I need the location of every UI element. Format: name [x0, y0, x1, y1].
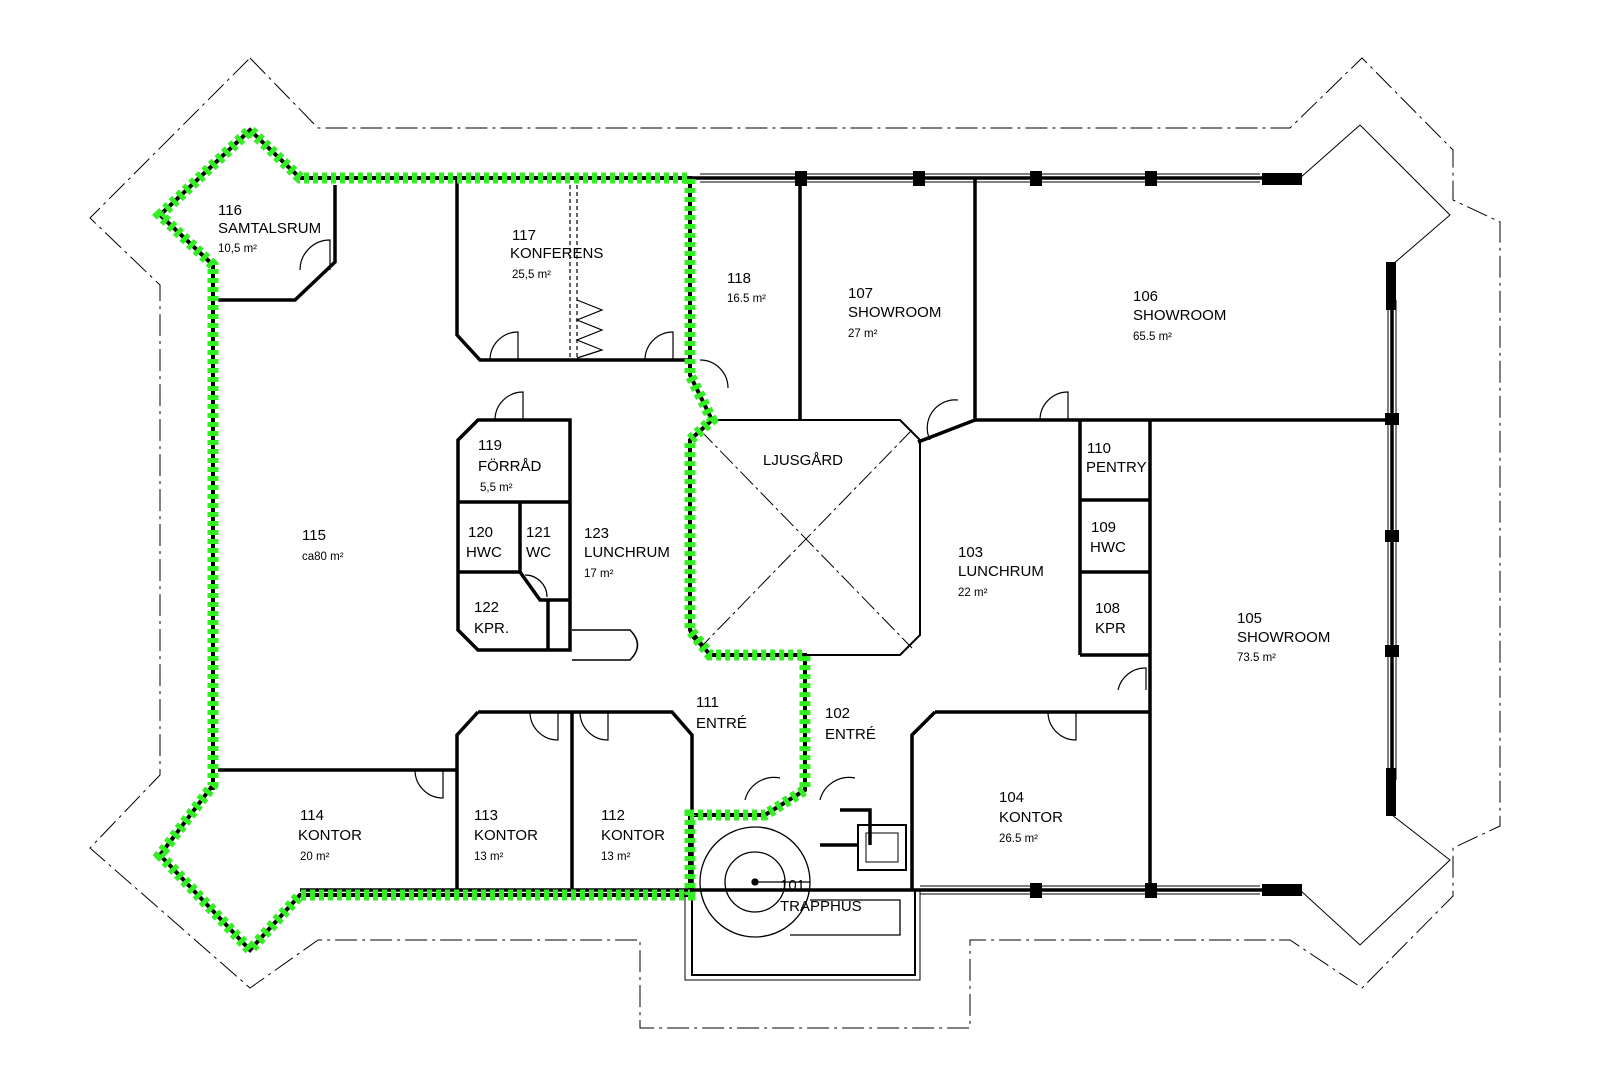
room-number: 116	[218, 202, 242, 219]
room-area: 25,5 m²	[512, 269, 551, 281]
room-number: 107	[848, 285, 873, 302]
room-label-119: 119 FÖRRÅD 5,5 m²	[478, 437, 542, 494]
room-number: 109	[1091, 519, 1116, 536]
room-name: SHOWROOM	[1133, 307, 1226, 324]
room-label-120: 120 HWC	[466, 524, 502, 561]
room-number: 114	[300, 807, 324, 824]
room-number: 123	[584, 525, 609, 542]
room-area: 20 m²	[300, 851, 330, 863]
room-number: 111	[696, 694, 719, 711]
room-label-103: 103 LUNCHRUM 22 m²	[958, 544, 1044, 599]
room-label-107: 107 SHOWROOM 27 m²	[848, 285, 941, 340]
room-label-117: 117 KONFERENS 25,5 m²	[510, 227, 603, 281]
room-area: 73.5 m²	[1237, 652, 1276, 664]
room-area: 16.5 m²	[727, 293, 766, 305]
room-number: 118	[727, 270, 751, 287]
highlight-dashed-line	[151, 122, 811, 959]
room-name: KPR.	[474, 620, 509, 637]
room-name: ENTRÉ	[825, 726, 876, 743]
site-outline	[89, 57, 1501, 1029]
room-name: LUNCHRUM	[958, 563, 1044, 580]
room-area: 13 m²	[601, 851, 631, 863]
room-label-118: 118 16.5 m²	[727, 270, 766, 305]
room-number: 112	[601, 807, 625, 824]
room-area: 13 m²	[474, 851, 504, 863]
room-number: 121	[526, 524, 551, 541]
room-label-109: 109 HWC	[1090, 519, 1126, 556]
ljusgard-diagonals	[699, 429, 913, 649]
room-number: 115	[302, 527, 326, 544]
room-name: KONTOR	[298, 827, 362, 844]
room-name: LJUSGÅRD	[763, 452, 843, 469]
room-label-110: 110 PENTRY	[1086, 440, 1147, 476]
room-number: 104	[999, 789, 1024, 806]
highlighted-boundary	[151, 122, 811, 959]
room-area: 26.5 m²	[999, 833, 1038, 845]
room-number: 101	[780, 877, 805, 894]
room-label-122: 122 KPR.	[474, 599, 509, 637]
room-name: KONTOR	[999, 809, 1063, 826]
room-name: PENTRY	[1086, 459, 1147, 476]
room-label-115: 115 ca80 m²	[302, 527, 344, 563]
room-area: 22 m²	[958, 587, 988, 599]
room-number: 119	[478, 437, 502, 454]
room-name: LUNCHRUM	[584, 544, 670, 561]
room-name: KONFERENS	[510, 245, 603, 262]
room-name: WC	[526, 544, 551, 561]
room-name: SHOWROOM	[848, 304, 941, 321]
room-number: 122	[474, 599, 499, 616]
room-label-104: 104 KONTOR 26.5 m²	[999, 789, 1063, 845]
room-number: 102	[825, 705, 850, 722]
room-name: HWC	[1090, 539, 1126, 556]
room-name: KONTOR	[601, 827, 665, 844]
windows	[684, 124, 1451, 981]
room-number: 103	[958, 544, 983, 561]
room-label-113: 113 KONTOR 13 m²	[474, 807, 538, 863]
room-area: 5,5 m²	[480, 482, 513, 494]
room-area: 10,5 m²	[218, 243, 257, 255]
door-swings	[299, 239, 1147, 801]
room-name: KONTOR	[474, 827, 538, 844]
room-name: SHOWROOM	[1237, 629, 1330, 646]
room-label-116: 116 SAMTALSRUM 10,5 m²	[218, 202, 321, 255]
room-label-106: 106 SHOWROOM 65.5 m²	[1133, 288, 1226, 343]
room-number: 120	[468, 524, 493, 541]
room-label-105: 105 SHOWROOM 73.5 m²	[1237, 610, 1330, 664]
room-name: FÖRRÅD	[478, 457, 542, 475]
room-name: SAMTALSRUM	[218, 220, 321, 237]
room-name: TRAPPHUS	[780, 898, 862, 915]
room-label-ljusgard: LJUSGÅRD	[763, 452, 843, 469]
room-name: KPR	[1095, 620, 1126, 637]
room-label-111: 111 ENTRÉ	[696, 694, 747, 732]
room-number: 117	[512, 227, 536, 244]
room-number: 113	[474, 807, 498, 824]
walls	[211, 176, 1394, 976]
room-label-102: 102 ENTRÉ	[825, 705, 876, 743]
room-label-112: 112 KONTOR 13 m²	[601, 807, 665, 863]
room-name: HWC	[466, 544, 502, 561]
room-labels: 116 SAMTALSRUM 10,5 m² 117 KONFERENS 25,…	[218, 202, 1330, 915]
folding-partition	[569, 185, 604, 360]
spiral-stair	[699, 826, 901, 938]
room-number: 110	[1087, 440, 1111, 457]
room-label-114: 114 KONTOR 20 m²	[298, 807, 362, 863]
room-label-123: 123 LUNCHRUM 17 m²	[584, 525, 670, 580]
room-name: ENTRÉ	[696, 715, 747, 732]
room-number: 105	[1237, 610, 1262, 627]
room-area: 65.5 m²	[1133, 331, 1172, 343]
room-label-108: 108 KPR	[1095, 600, 1126, 637]
room-area: ca80 m²	[302, 551, 344, 563]
columns	[795, 171, 1399, 898]
room-number: 106	[1133, 288, 1158, 305]
room-area: 27 m²	[848, 328, 878, 340]
room-number: 108	[1095, 600, 1120, 617]
room-label-121: 121 WC	[526, 524, 551, 561]
room-label-101: 101 TRAPPHUS	[780, 877, 862, 915]
room-area: 17 m²	[584, 568, 614, 580]
